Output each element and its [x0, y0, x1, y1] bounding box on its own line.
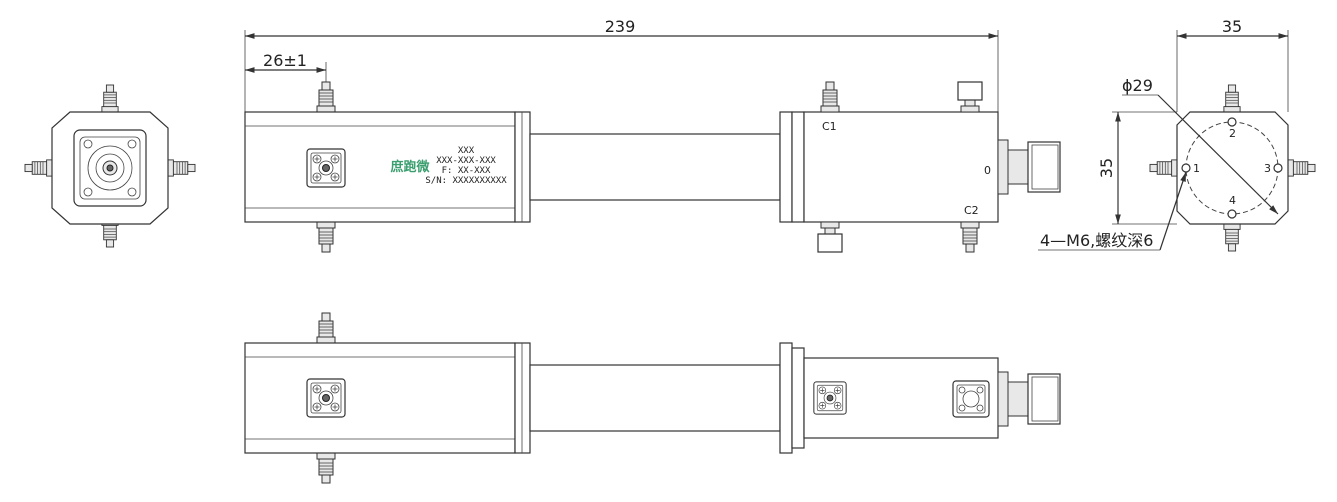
bolt-circle-dim: ϕ29 [1122, 76, 1153, 95]
main-housing [244, 111, 516, 223]
offset-dim: 26±1 [263, 51, 307, 70]
nameplate-line3: F: XX-XXX [442, 166, 491, 176]
svg-text:2: 2 [1229, 127, 1236, 140]
nameplate-line2: XXX-XXX-XXX [436, 156, 496, 166]
hole-4 [1227, 209, 1237, 219]
coupling-tube [529, 133, 781, 201]
svg-text:3: 3 [1264, 162, 1271, 175]
nameplate-line1: XXX [458, 146, 475, 156]
length-dim: 239 [605, 17, 636, 36]
svg-text:1: 1 [1193, 162, 1200, 175]
front-view: 239 26±1 庶跑微 XXX XXX-XXX-XXX F: XX-XXX S… [244, 17, 1061, 253]
end-width-dim: 35 [1222, 17, 1242, 36]
right-housing [803, 111, 999, 223]
hole-1 [1181, 163, 1191, 173]
thread-note: 4—M6,螺纹深6 [1040, 231, 1153, 250]
port-c2-label: C2 [964, 204, 979, 217]
hole-2 [1227, 117, 1237, 127]
nameplate-line4: S/N: XXXXXXXXXX [425, 176, 507, 186]
hole-3 [1273, 163, 1283, 173]
port-o-label: 0 [984, 164, 991, 177]
left-end-view [24, 84, 196, 248]
logo-text: 庶跑微 [390, 159, 430, 175]
port-c1-label: C1 [822, 120, 837, 133]
svg-text:4: 4 [1229, 194, 1236, 207]
right-end-view: 35 35 2 4 1 3 ϕ29 4—M6,螺纹深6 [1038, 17, 1316, 252]
bottom-view [244, 312, 1061, 484]
end-height-dim: 35 [1097, 158, 1116, 178]
